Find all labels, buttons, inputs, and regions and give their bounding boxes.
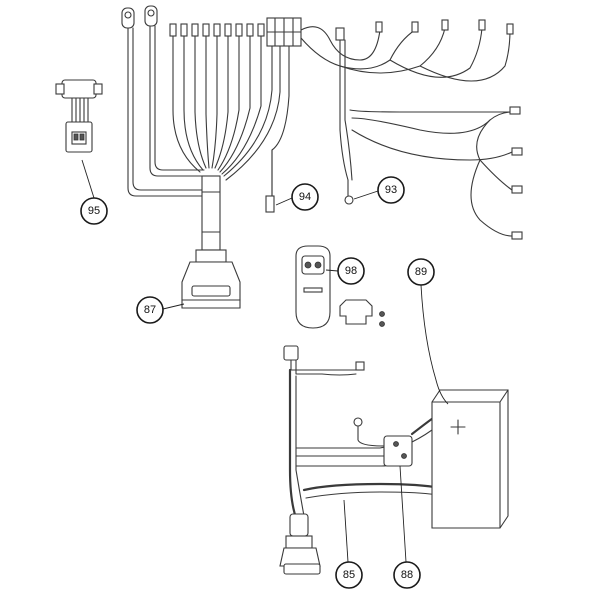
callout-88: 88 xyxy=(393,561,421,589)
relay xyxy=(383,435,413,467)
battery xyxy=(431,389,509,529)
lower-plug xyxy=(279,513,321,575)
callout-89: 89 xyxy=(407,258,435,286)
callout-label-98: 98 xyxy=(345,265,357,277)
callout-95: 95 xyxy=(80,197,108,225)
main-plug xyxy=(181,249,241,309)
callout-93: 93 xyxy=(377,176,405,204)
ring-terminal-left xyxy=(121,7,205,197)
callout-label-89: 89 xyxy=(415,266,427,278)
ring-terminal-93 xyxy=(344,195,354,205)
spade-terminals xyxy=(169,23,265,175)
callout-87: 87 xyxy=(136,296,164,324)
harness-sleeve xyxy=(201,175,221,251)
callout-98: 98 xyxy=(337,257,365,285)
main-harness xyxy=(121,5,302,309)
callout-label-88: 88 xyxy=(401,569,413,581)
module-95 xyxy=(55,79,103,153)
handheld-control xyxy=(295,245,385,329)
ring-terminal-right xyxy=(144,5,205,177)
callout-label-87: 87 xyxy=(144,304,156,316)
callout-85: 85 xyxy=(335,561,363,589)
light-harness xyxy=(300,19,523,240)
callout-label-94: 94 xyxy=(299,191,311,203)
terminal-94 xyxy=(265,149,275,213)
callout-label-93: 93 xyxy=(385,184,397,196)
callout-label-95: 95 xyxy=(88,205,100,217)
callout-label-85: 85 xyxy=(343,569,355,581)
battery-harness xyxy=(279,345,509,575)
connector-block xyxy=(223,17,302,199)
callout-94: 94 xyxy=(291,183,319,211)
